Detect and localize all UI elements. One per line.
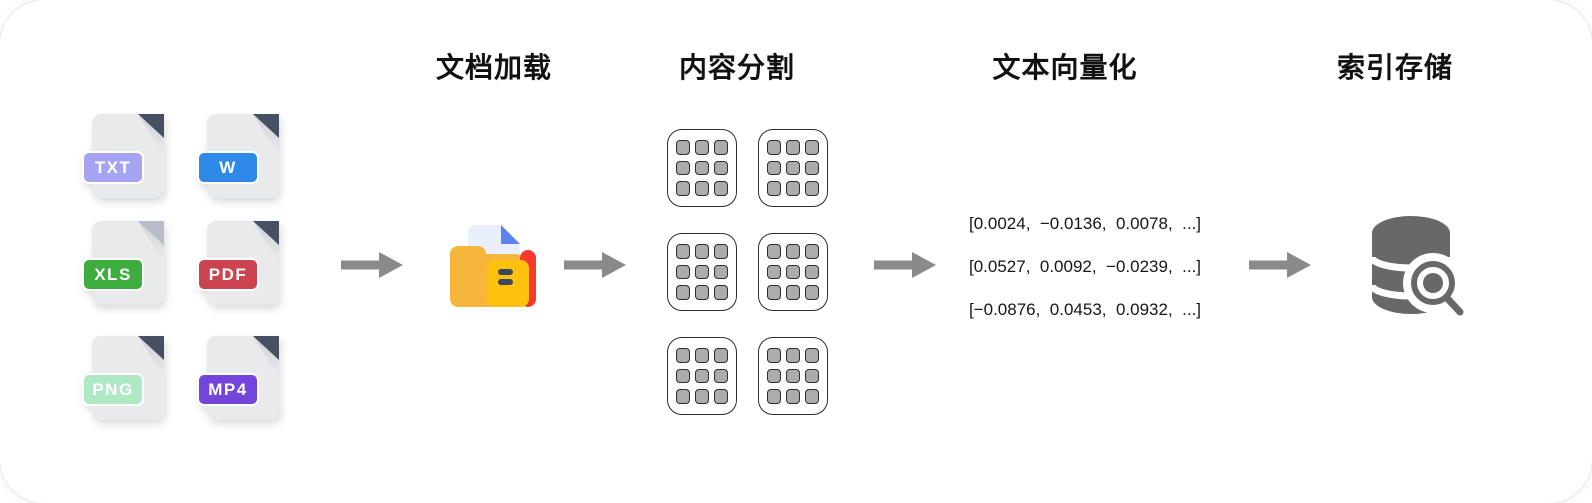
chunk-cell <box>714 368 728 384</box>
chunk-cell <box>786 389 800 404</box>
chunk-cell <box>767 244 781 259</box>
chunk-cell <box>714 160 728 176</box>
folder-line <box>498 269 513 275</box>
file-icon-word: W <box>197 114 279 198</box>
stage-label-index-storage: 索引存储 <box>1336 52 1454 83</box>
vector-line: [0.0527, 0.0092, −0.0239, ...] <box>968 257 1202 276</box>
chunk-cell <box>676 160 690 176</box>
chunk-cell <box>805 285 819 300</box>
chunk-cell <box>805 244 819 259</box>
stage-label-document-loading: 文档加载 <box>435 52 553 83</box>
magnifier-lens <box>1423 273 1443 293</box>
chunk-cell <box>805 348 819 363</box>
chunk-cell <box>786 264 800 280</box>
file-type-badge: PNG <box>82 373 144 406</box>
chunk-cell <box>786 160 800 176</box>
chunk-cell <box>767 160 781 176</box>
flow-arrow-icon <box>341 252 403 278</box>
file-type-badge: TXT <box>82 151 144 184</box>
chunk-cell <box>676 264 690 280</box>
chunk-cell <box>805 264 819 280</box>
chunk-cell <box>676 140 690 155</box>
chunk-block-icon <box>667 129 737 207</box>
chunk-cell <box>767 140 781 155</box>
file-icon-xls: XLS <box>82 221 164 305</box>
file-type-badge: W <box>197 151 259 184</box>
chunk-cell <box>714 244 728 259</box>
chunk-cell <box>676 244 690 259</box>
chunk-cell <box>767 389 781 404</box>
chunk-cell <box>676 368 690 384</box>
document-loader-folder-icon <box>450 225 536 307</box>
chunk-cell <box>767 285 781 300</box>
chunk-cell <box>714 140 728 155</box>
chunk-cell <box>714 348 728 363</box>
chunk-cell <box>767 348 781 363</box>
chunk-cell <box>695 285 709 300</box>
chunk-cell <box>805 368 819 384</box>
vector-line: [0.0024, −0.0136, 0.0078, ...] <box>968 214 1202 233</box>
stage-label-text-vectorization: 文本向量化 <box>992 52 1138 83</box>
chunk-cell <box>805 181 819 196</box>
chunk-cell <box>767 368 781 384</box>
database-search-icon <box>1368 216 1464 316</box>
chunk-cell <box>695 348 709 363</box>
chunk-block-icon <box>758 129 828 207</box>
chunk-cell <box>695 160 709 176</box>
chunk-block-icon <box>667 233 737 311</box>
chunk-cell <box>714 181 728 196</box>
chunk-cell <box>676 181 690 196</box>
chunk-cell <box>767 264 781 280</box>
chunk-cell <box>695 140 709 155</box>
chunk-cell <box>805 389 819 404</box>
chunk-cell <box>676 285 690 300</box>
chunk-cell <box>786 285 800 300</box>
chunk-grid <box>667 129 828 415</box>
stage-label-content-splitting: 内容分割 <box>678 52 796 83</box>
file-type-badge: PDF <box>197 258 259 291</box>
chunk-cell <box>786 244 800 259</box>
chunk-cell <box>695 264 709 280</box>
flow-arrow-icon <box>874 252 936 278</box>
chunk-cell <box>695 389 709 404</box>
chunk-cell <box>714 264 728 280</box>
chunk-cell <box>786 368 800 384</box>
vector-list: [0.0024, −0.0136, 0.0078, ...] [0.0527, … <box>969 214 1201 343</box>
file-type-badge: MP4 <box>197 373 259 406</box>
chunk-block-icon <box>758 337 828 415</box>
magnifier-icon <box>1403 253 1464 316</box>
chunk-cell <box>714 389 728 404</box>
chunk-cell <box>786 181 800 196</box>
chunk-block-icon <box>758 233 828 311</box>
chunk-cell <box>695 244 709 259</box>
file-type-badge: XLS <box>82 258 144 291</box>
chunk-cell <box>714 285 728 300</box>
file-icon-pdf: PDF <box>197 221 279 305</box>
chunk-cell <box>767 181 781 196</box>
chunk-cell <box>786 348 800 363</box>
folder-line <box>498 279 513 285</box>
vector-line: [−0.0876, 0.0453, 0.0932, ...] <box>968 300 1202 319</box>
chunk-cell <box>676 348 690 363</box>
chunk-block-icon <box>667 337 737 415</box>
chunk-cell <box>805 140 819 155</box>
paper-fold-icon <box>501 225 520 244</box>
flow-arrow-icon <box>1249 252 1311 278</box>
chunk-cell <box>695 368 709 384</box>
file-icon-png: PNG <box>82 336 164 420</box>
chunk-cell <box>695 181 709 196</box>
chunk-cell <box>805 160 819 176</box>
chunk-cell <box>786 140 800 155</box>
magnifier-handle <box>1443 294 1464 316</box>
chunk-cell <box>676 389 690 404</box>
flow-arrow-icon <box>564 252 626 278</box>
file-icon-txt: TXT <box>82 114 164 198</box>
file-icon-mp4: MP4 <box>197 336 279 420</box>
